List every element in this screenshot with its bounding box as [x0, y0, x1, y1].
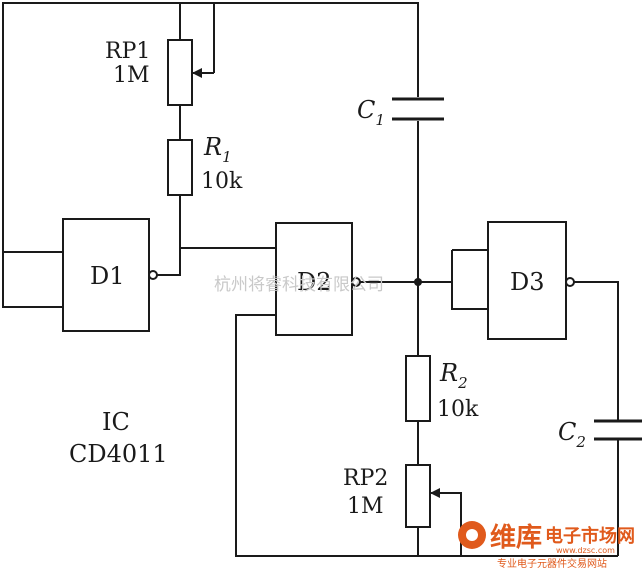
gate-d3 [487, 221, 575, 340]
gate-d1-label: D1 [90, 262, 125, 290]
c1-capacitor [392, 97, 444, 121]
c2-label: C2 [558, 418, 586, 451]
r1-resistor [167, 139, 193, 196]
logo-brand: 维库 [490, 522, 542, 553]
d1-inputs-wire [2, 251, 63, 308]
top-rail-wire [2, 2, 419, 252]
rp2-potentiometer [405, 464, 440, 528]
ic-label: IC [102, 408, 130, 436]
gate-d2-label: D2 [297, 268, 332, 296]
gate-d1 [62, 218, 158, 332]
r2-value: 10k [437, 397, 479, 422]
rp1-value: 1M [113, 63, 150, 88]
r1-value: 10k [201, 169, 243, 194]
gate-d3-label: D3 [510, 268, 545, 296]
r2-label: R2 [439, 359, 468, 392]
junction-dot [414, 278, 422, 286]
rp1-label: RP1 [105, 39, 150, 64]
rp2-value: 1M [347, 494, 384, 519]
logo-url: www.dzsc.com [556, 546, 615, 555]
rp2-wiper-wire [428, 492, 462, 556]
rp2-label: RP2 [343, 466, 388, 491]
gate-d2 [275, 222, 361, 336]
logo-tagline: 专业电子元器件交易网站 [497, 557, 607, 570]
d3-inputs-wire [451, 249, 488, 310]
watermark-text: 杭州将睿科技有限公司 [214, 275, 384, 295]
d3-output-wire [574, 281, 619, 421]
rp1-potentiometer [167, 39, 214, 106]
dzsc-logo[interactable]: 维库 电子市场网 www.dzsc.com 专业电子元器件交易网站 [458, 521, 635, 570]
d2-feedback-wire [235, 314, 618, 557]
c2-capacitor [594, 419, 642, 441]
r2-resistor [405, 355, 431, 422]
r1-d2-wire [179, 195, 276, 249]
c1-label: C1 [357, 96, 385, 129]
logo-brand-sub: 电子市场网 [545, 525, 635, 547]
wires [2, 2, 619, 557]
d1-output-wire [155, 248, 181, 276]
ic-part-number: CD4011 [69, 440, 168, 468]
r1-label: R1 [203, 133, 232, 166]
